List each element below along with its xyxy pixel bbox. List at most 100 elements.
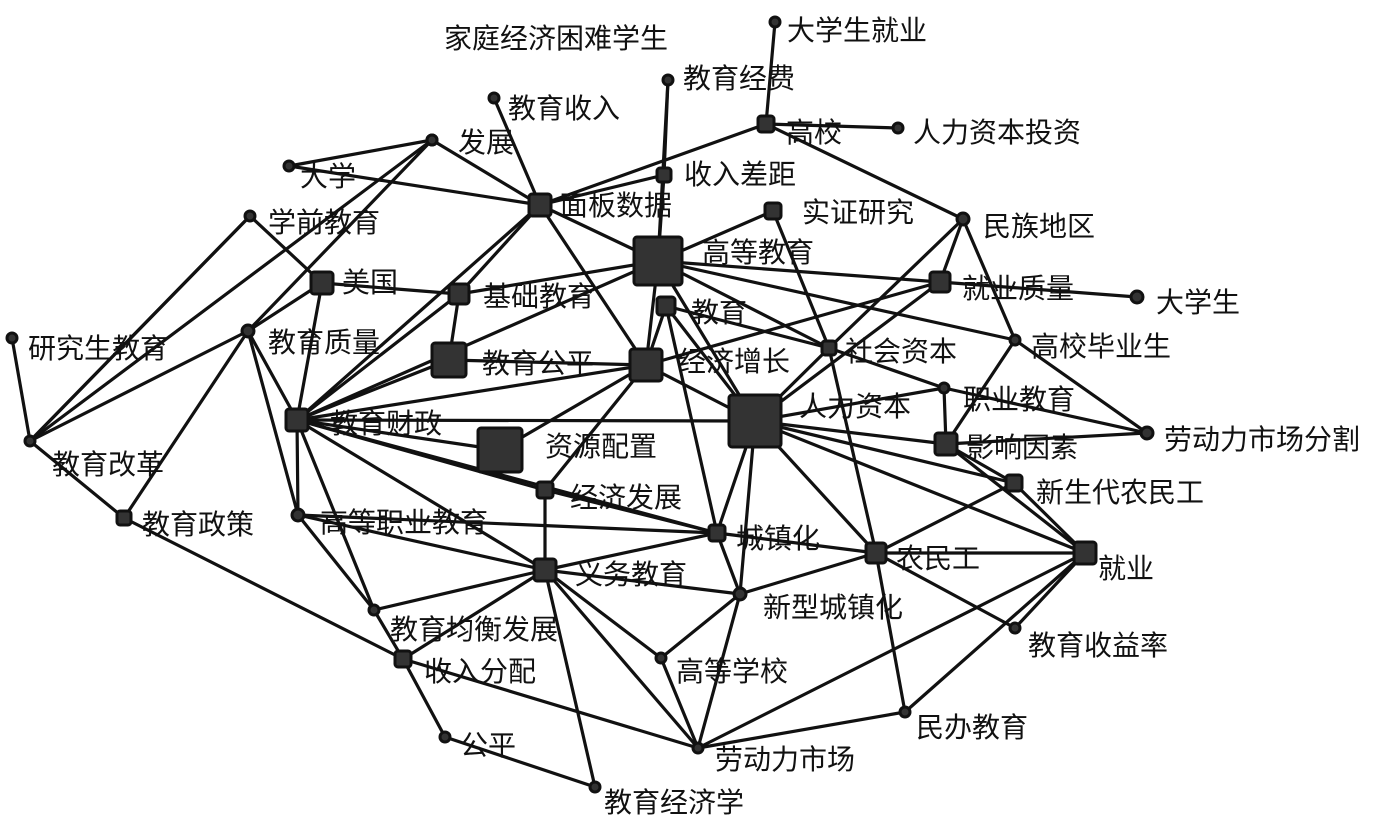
node-label-daxue: 大学 bbox=[300, 160, 356, 193]
node-label-gaodeng_xuexiao: 高等学校 bbox=[676, 655, 788, 688]
node-marker-gaodeng_jiaoyu bbox=[632, 235, 684, 287]
node-marker-jiuye_zhiliang bbox=[928, 270, 952, 294]
node-label-jjfazhan: 经济发展 bbox=[570, 481, 682, 514]
node-label-minzu: 民族地区 bbox=[983, 210, 1095, 243]
node-marker-jichu bbox=[447, 282, 471, 306]
edge-jjfazhan-chengzhen bbox=[543, 488, 719, 535]
node-label-gaoxiao: 高校 bbox=[786, 116, 842, 149]
edge-nongmingong-xinxing bbox=[738, 551, 878, 596]
node-label-daxuesheng: 大学生 bbox=[1156, 286, 1240, 319]
edge-minzu-biyesheng bbox=[961, 217, 1017, 342]
node-marker-shouru_chaju bbox=[655, 166, 673, 184]
edge-jiuye-laodongli bbox=[696, 551, 1087, 750]
edge-fenpei-laodongli bbox=[401, 657, 700, 750]
node-marker-chengzhen bbox=[707, 523, 727, 543]
edge-biyesheng-fenge bbox=[1013, 338, 1149, 435]
edge-mianban-zengzhang bbox=[538, 203, 648, 367]
edge-laodongli-minban bbox=[696, 710, 907, 750]
node-label-daxuesheng_jiuye: 大学生就业 bbox=[787, 14, 927, 47]
node-marker-meiguo bbox=[309, 270, 335, 296]
node-label-zhengce: 教育政策 bbox=[142, 508, 254, 541]
node-marker-zengzhang bbox=[628, 347, 664, 383]
edge-shehui-nongmingong bbox=[827, 346, 878, 555]
node-marker-shouyilv bbox=[1008, 621, 1022, 635]
edge-zengzhang-jjfazhan bbox=[543, 363, 648, 492]
edge-chengzhen-yiwu bbox=[543, 531, 719, 572]
edge-mianban-shouru_chaju bbox=[538, 173, 666, 207]
edge-mianban-daxue bbox=[287, 164, 542, 207]
node-label-jiaoyu: 教育 bbox=[691, 296, 747, 329]
node-marker-shizheng bbox=[763, 201, 783, 221]
edge-minzu-shehui bbox=[827, 217, 965, 350]
node-label-jiaoyu_jingfei: 教育经费 bbox=[683, 62, 795, 95]
node-marker-mianban bbox=[527, 192, 553, 218]
node-marker-peizhi bbox=[476, 426, 524, 474]
edge-jiaoyu_shouru-mianban bbox=[492, 96, 542, 207]
node-label-chengzhen: 城镇化 bbox=[736, 522, 820, 555]
edge-yiwu-laodongli bbox=[543, 568, 700, 750]
node-label-gaige: 教育改革 bbox=[52, 448, 164, 481]
node-marker-jiaoyu_jingfei bbox=[661, 73, 675, 87]
edge-yiwu-gaodeng_xuexiao bbox=[543, 568, 663, 660]
node-marker-jjfazhan bbox=[535, 480, 555, 500]
edge-jiuye_zhiliang-daxuesheng bbox=[938, 280, 1139, 299]
edge-renli-caizheng bbox=[295, 418, 757, 423]
node-marker-zhiye bbox=[937, 381, 951, 395]
node-marker-biyesheng bbox=[1008, 333, 1022, 347]
edge-gaodeng_jiaoyu-shehui bbox=[656, 259, 831, 350]
node-label-nongmingong: 农民工 bbox=[896, 542, 980, 575]
node-marker-minban bbox=[898, 705, 912, 719]
edge-fazhan-daxue bbox=[287, 138, 434, 168]
edge-zhiliang-gaozhi bbox=[246, 329, 300, 517]
edge-gongping-zengzhang bbox=[447, 358, 648, 367]
node-label-caizheng: 教育财政 bbox=[330, 407, 442, 440]
edge-zengzhang-peizhi bbox=[498, 363, 648, 452]
node-marker-yanjiusheng bbox=[5, 331, 19, 345]
node-label-shehui: 社会资本 bbox=[845, 335, 957, 368]
edge-gongping2-jingjixue bbox=[443, 735, 597, 789]
node-layer bbox=[5, 15, 1155, 794]
edge-yiwu-jingjixue bbox=[543, 568, 597, 789]
node-label-jingjixue: 教育经济学 bbox=[604, 786, 744, 819]
node-label-yiwu: 义务教育 bbox=[575, 558, 687, 591]
node-marker-fazhan bbox=[425, 133, 439, 147]
edge-mianban-caizheng bbox=[295, 203, 542, 422]
node-label-gaodeng_jiaoyu: 高等教育 bbox=[702, 236, 814, 269]
node-label-fenpei: 收入分配 bbox=[424, 655, 536, 688]
edge-zhengce-fenpei bbox=[122, 516, 405, 661]
node-marker-caizheng bbox=[284, 407, 310, 433]
edge-caizheng-junheng bbox=[295, 418, 376, 612]
edge-gaoxiao-mianban bbox=[538, 122, 768, 207]
edge-nongmingong_new-jiuye bbox=[1012, 481, 1087, 555]
node-label-zengzhang: 经济增长 bbox=[678, 345, 790, 378]
edge-nongmingong_new-nongmingong bbox=[874, 481, 1016, 555]
edge-renli-nongmingong_new bbox=[753, 419, 1016, 485]
node-marker-gaige bbox=[23, 434, 37, 448]
edge-yiwu-xinxing bbox=[543, 568, 742, 596]
edge-fazhan-mianban bbox=[430, 138, 542, 207]
edge-mianban-jichu bbox=[457, 203, 542, 296]
edge-zhiliang-gaige bbox=[28, 329, 250, 443]
edge-renli-xinxing bbox=[738, 419, 757, 596]
edge-yiwu-fenpei bbox=[401, 568, 547, 661]
edge-zengzhang-caizheng bbox=[295, 363, 648, 422]
node-marker-nongmingong_new bbox=[1004, 473, 1024, 493]
edge-renli-jiuye bbox=[753, 419, 1087, 555]
edge-gaozhi-yiwu bbox=[296, 513, 547, 572]
node-label-minban: 民办教育 bbox=[916, 711, 1028, 744]
node-marker-daxuesheng bbox=[1129, 289, 1145, 305]
node-label-junheng: 教育均衡发展 bbox=[390, 613, 558, 646]
edge-jichu-caizheng bbox=[295, 292, 461, 422]
edge-gongping-caizheng bbox=[295, 358, 451, 422]
node-label-shouyilv: 教育收益率 bbox=[1028, 629, 1168, 662]
edge-fazhan-gaige bbox=[28, 138, 434, 443]
edge-xinxing-laodongli bbox=[696, 592, 742, 750]
edge-biyesheng-yinsu bbox=[944, 338, 1017, 446]
edge-gaodeng_jiaoyu-caizheng bbox=[295, 259, 660, 422]
node-marker-gaodeng_xuexiao bbox=[654, 651, 668, 665]
edge-gaige-zhengce bbox=[28, 439, 126, 520]
node-marker-jingjixue bbox=[588, 780, 602, 794]
node-label-shizheng: 实证研究 bbox=[802, 196, 914, 229]
node-marker-fenge bbox=[1139, 425, 1155, 441]
